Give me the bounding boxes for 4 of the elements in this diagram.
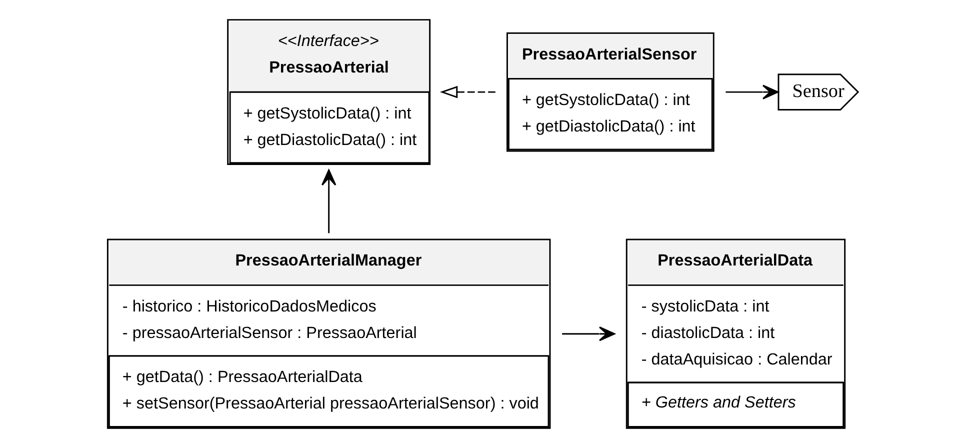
arrow (440, 86, 496, 98)
arrow (321, 169, 336, 234)
arrow (726, 84, 779, 100)
arrow (562, 326, 616, 342)
